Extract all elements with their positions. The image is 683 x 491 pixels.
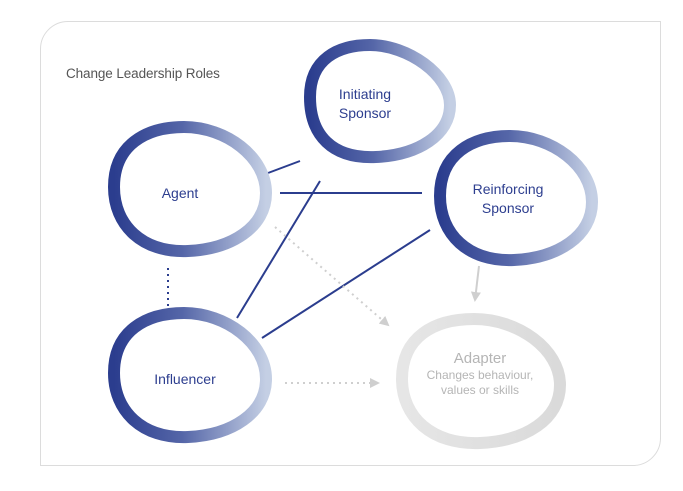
label-line: Agent xyxy=(161,185,199,201)
label-adapter: Adapter Changes behaviour, values or ski… xyxy=(415,349,545,398)
label-line: Changes behaviour, xyxy=(426,368,534,382)
edge-reinforcing-sponsor-adapter-arrow xyxy=(470,265,481,302)
label-line: Sponsor xyxy=(481,200,535,216)
edge-agent-adapter-dotted-arrow xyxy=(274,226,390,327)
label-line: Sponsor xyxy=(338,105,392,121)
label-line: Reinforcing xyxy=(472,181,544,197)
label-influencer: Influencer xyxy=(130,370,240,389)
label-line: Influencer xyxy=(154,371,216,387)
diagram-title: Change Leadership Roles xyxy=(66,66,220,81)
node-influencer xyxy=(107,306,273,444)
label-line: Initiating xyxy=(338,86,392,102)
label-line: Adapter xyxy=(453,350,507,367)
node-agent xyxy=(107,120,273,258)
edge-initiating-sponsor-influencer xyxy=(236,180,321,319)
label-line: values or skills xyxy=(440,383,520,397)
label-reinforcing-sponsor: Reinforcing Sponsor xyxy=(448,180,568,218)
node-reinforcing-sponsor xyxy=(433,129,599,267)
node-adapter xyxy=(395,312,567,450)
node-initiating-sponsor xyxy=(303,38,457,164)
edge-reinforcing-sponsor-influencer xyxy=(261,229,431,339)
label-agent: Agent xyxy=(130,184,230,203)
edge-agent-initiating-sponsor xyxy=(267,160,301,174)
label-initiating-sponsor: Initiating Sponsor xyxy=(305,85,425,123)
